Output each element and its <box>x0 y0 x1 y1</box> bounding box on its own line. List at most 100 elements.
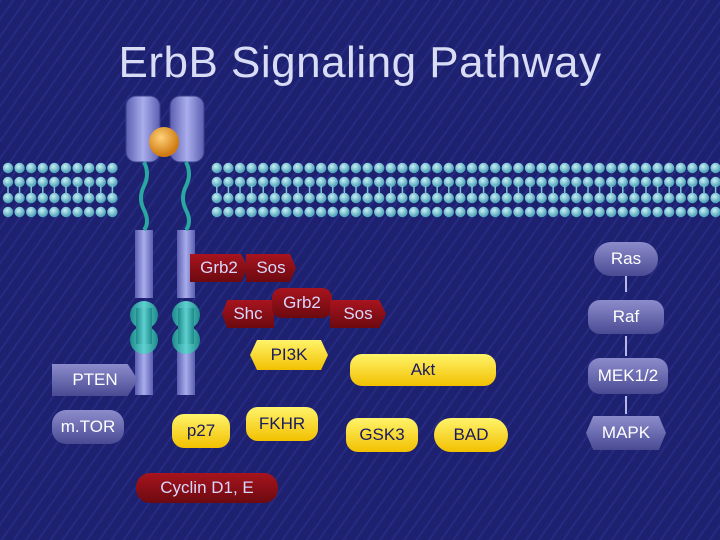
lipid-head <box>211 176 222 188</box>
lipid-head <box>223 192 234 204</box>
lipid-head <box>687 206 698 218</box>
cell-membrane <box>2 162 720 218</box>
lipid-head <box>420 192 431 204</box>
lipid-head <box>37 206 48 218</box>
lipid-head <box>95 162 107 174</box>
lipid-head <box>594 176 605 188</box>
lipid-head <box>432 206 443 218</box>
lipid-head <box>478 162 489 174</box>
lipid-head <box>501 206 512 218</box>
lipid-head <box>292 162 304 174</box>
lipid-head <box>72 162 83 174</box>
node-pi3k: PI3K <box>250 340 328 370</box>
lipid-head <box>339 192 350 204</box>
lipid-head <box>374 162 385 174</box>
node-sos-top: Sos <box>246 254 296 282</box>
lipid-head <box>559 192 570 204</box>
lipid-head <box>513 206 524 218</box>
lipid-head <box>258 206 269 218</box>
lipid-head <box>432 176 443 188</box>
lipid-head <box>385 162 396 174</box>
lipid-head <box>629 162 640 174</box>
lipid-head <box>466 162 478 174</box>
lipid-head <box>269 162 280 174</box>
lipid-head <box>304 206 315 218</box>
lipid-head <box>432 162 443 174</box>
lipid-head <box>223 206 234 218</box>
lipid-head <box>350 206 362 218</box>
lipid-head <box>443 176 454 188</box>
lipid-head <box>501 192 512 204</box>
lipid-head <box>466 206 478 218</box>
lipid-head <box>559 162 570 174</box>
lipid-head <box>408 176 420 188</box>
lipid-head <box>397 192 408 204</box>
node-fkhr: FKHR <box>246 407 318 441</box>
lipid-head <box>640 162 652 174</box>
lipid-head <box>14 206 25 218</box>
lipid-head <box>490 206 501 218</box>
lipid-head <box>710 162 720 174</box>
lipid-head <box>350 162 362 174</box>
lipid-head <box>246 206 257 218</box>
lipid-head <box>571 176 582 188</box>
lipid-head <box>466 192 478 204</box>
lipid-head <box>281 176 292 188</box>
lipid-head <box>710 176 720 188</box>
lipid-head <box>281 206 292 218</box>
lipid-head <box>606 176 617 188</box>
lipid-head <box>698 206 710 218</box>
lipid-head <box>84 206 95 218</box>
lipid-head <box>281 162 292 174</box>
lipid-head <box>490 192 501 204</box>
lipid-head <box>60 162 72 174</box>
lipid-head <box>420 176 431 188</box>
lipid-head <box>327 206 338 218</box>
lipid-head <box>49 192 60 204</box>
lipid-head <box>675 162 686 174</box>
lipid-head <box>316 192 327 204</box>
lipid-head <box>292 176 304 188</box>
lipid-head <box>687 162 698 174</box>
lipid-head <box>582 206 594 218</box>
lipid-head <box>420 162 431 174</box>
lipid-head <box>72 206 83 218</box>
lipid-head <box>95 176 107 188</box>
lipid-head <box>606 192 617 204</box>
lipid-head <box>269 206 280 218</box>
lipid-head <box>664 176 675 188</box>
ligand <box>149 127 179 157</box>
lipid-head <box>466 176 478 188</box>
lipid-head <box>652 176 663 188</box>
lipid-head <box>548 162 559 174</box>
lipid-head <box>246 192 257 204</box>
lipid-head <box>2 176 14 188</box>
lipid-head <box>223 176 234 188</box>
lipid-head <box>350 192 362 204</box>
lipid-head <box>408 162 420 174</box>
lipid-head <box>675 192 686 204</box>
lipid-head <box>107 206 118 218</box>
node-raf: Raf <box>588 300 664 334</box>
lipid-head <box>536 162 547 174</box>
lipid-head <box>582 192 594 204</box>
lipid-head <box>362 162 373 174</box>
node-mtor: m.TOR <box>52 410 124 444</box>
lipid-head <box>292 206 304 218</box>
lipid-head <box>60 176 72 188</box>
lipid-head <box>629 206 640 218</box>
lipid-head <box>443 162 454 174</box>
lipid-head <box>258 176 269 188</box>
node-gsk3: GSK3 <box>346 418 418 452</box>
lipid-head <box>606 206 617 218</box>
lipid-head <box>26 206 37 218</box>
lipid-head <box>211 206 222 218</box>
lipid-head <box>582 162 594 174</box>
lipid-head <box>37 176 48 188</box>
lipid-head <box>582 176 594 188</box>
node-grb2-mid: Grb2 <box>272 288 332 318</box>
lipid-head <box>107 162 118 174</box>
lipid-head <box>304 162 315 174</box>
node-akt: Akt <box>350 354 496 386</box>
lipid-head <box>397 162 408 174</box>
